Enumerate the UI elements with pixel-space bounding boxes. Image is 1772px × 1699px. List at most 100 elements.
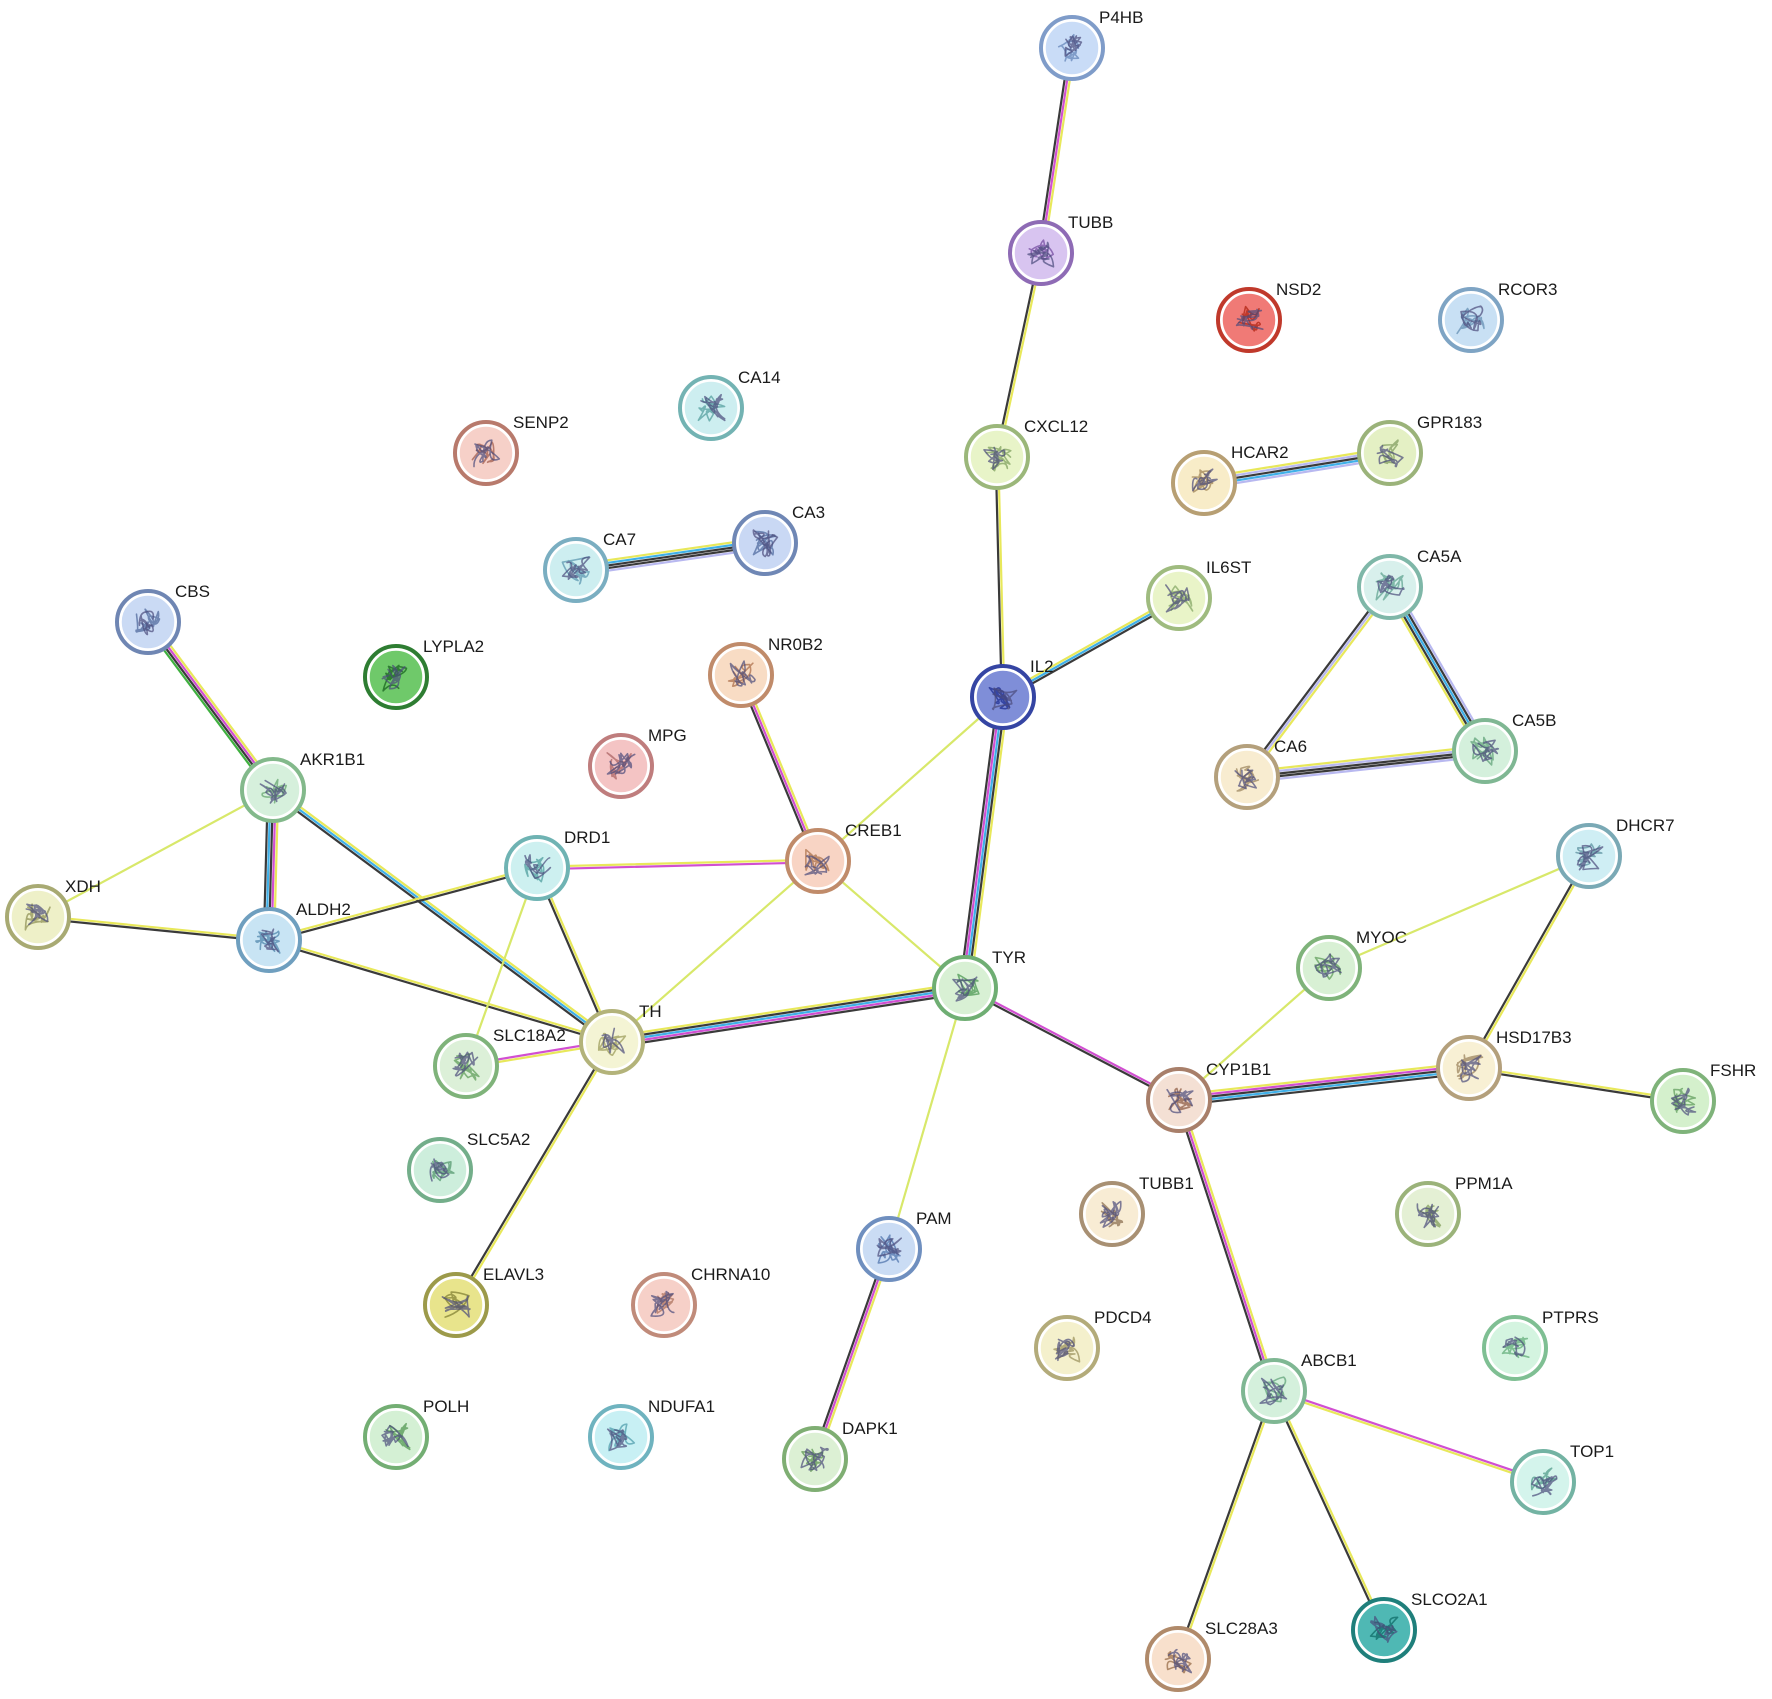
node-dapk1[interactable]: DAPK1 [782, 1419, 898, 1492]
protein-structure-detail-icon [259, 779, 287, 804]
node-mpg[interactable]: MPG [588, 726, 687, 799]
node-ca3[interactable]: CA3 [732, 503, 825, 576]
edge-dhcr7-myoc[interactable] [1327, 854, 1591, 970]
edge-abcb1-slco2a1[interactable] [1271, 1389, 1387, 1632]
edge-myoc-cyp1b1[interactable] [1177, 966, 1331, 1102]
node-slco2a1[interactable]: SLCO2A1 [1351, 1590, 1488, 1663]
node-ppm1a[interactable]: PPM1A [1395, 1174, 1513, 1247]
node-ptprs[interactable]: PTPRS [1482, 1308, 1599, 1381]
edge-hsd17b3-fshr[interactable] [1467, 1065, 1685, 1104]
edge-channel [1245, 747, 1486, 776]
edge-il2-creb1[interactable] [816, 695, 1005, 863]
node-gpr183[interactable]: GPR183 [1357, 413, 1482, 486]
edge-th-elavl3[interactable] [453, 1040, 615, 1307]
edge-channel [1273, 1388, 1545, 1482]
node-rcor3[interactable]: RCOR3 [1438, 280, 1558, 353]
node-ca5b[interactable]: CA5B [1452, 711, 1556, 784]
node-fill [10, 889, 66, 945]
node-top1[interactable]: TOP1 [1510, 1442, 1614, 1515]
node-lypla2[interactable]: LYPLA2 [363, 637, 484, 710]
node-dhcr7[interactable]: DHCR7 [1556, 816, 1675, 889]
node-pam[interactable]: PAM [856, 1209, 952, 1282]
node-chrna10[interactable]: CHRNA10 [631, 1265, 770, 1338]
node-polh[interactable]: POLH [363, 1397, 469, 1470]
node-senp2[interactable]: SENP2 [453, 413, 569, 486]
node-th[interactable]: TH [579, 1002, 662, 1075]
node-akr1b1[interactable]: AKR1B1 [240, 750, 365, 823]
node-xdh[interactable]: XDH [5, 877, 101, 950]
edge-channel [963, 695, 1005, 990]
edge-il2-il6st[interactable] [1000, 594, 1182, 701]
edge-cyp1b1-abcb1[interactable] [1175, 1098, 1278, 1393]
edge-akr1b1-xdh[interactable] [36, 788, 275, 919]
node-pdcd4[interactable]: PDCD4 [1034, 1308, 1152, 1381]
node-slc28a3[interactable]: SLC28A3 [1145, 1619, 1278, 1692]
node-label: MYOC [1356, 928, 1407, 947]
edge-cxcl12-il2[interactable] [994, 455, 1006, 699]
edge-tyr-cyp1b1[interactable] [963, 985, 1181, 1103]
node-ndufa1[interactable]: NDUFA1 [588, 1397, 715, 1470]
node-myoc[interactable]: MYOC [1296, 928, 1407, 1001]
node-slc18a2[interactable]: SLC18A2 [433, 1026, 566, 1099]
edge-th-tyr[interactable] [610, 981, 967, 1049]
protein-structure-detail-icon [1234, 768, 1257, 790]
node-ca14[interactable]: CA14 [678, 368, 781, 441]
edge-channel [147, 620, 276, 791]
protein-structure-detail-icon [260, 928, 279, 953]
node-cbs[interactable]: CBS [115, 582, 210, 655]
node-tyr[interactable]: TYR [932, 948, 1026, 1021]
edge-p4hb-tubb[interactable] [1037, 46, 1076, 255]
edge-pam-dapk1[interactable] [811, 1247, 893, 1461]
node-fshr[interactable]: FSHR [1650, 1061, 1756, 1134]
edge-cbs-akr1b1[interactable] [143, 618, 278, 794]
edge-ca5a-ca6[interactable] [1243, 584, 1394, 780]
node-cyp1b1[interactable]: CYP1B1 [1146, 1060, 1271, 1133]
node-ca6[interactable]: CA6 [1214, 737, 1307, 810]
node-drd1[interactable]: DRD1 [504, 828, 610, 901]
node-label: CHRNA10 [691, 1265, 770, 1284]
node-hcar2[interactable]: HCAR2 [1171, 443, 1289, 516]
protein-structure-detail-icon [1064, 35, 1083, 57]
edge-abcb1-top1[interactable] [1272, 1388, 1545, 1485]
node-label: CBS [175, 582, 210, 601]
edge-dhcr7-hsd17b3[interactable] [1466, 854, 1592, 1070]
edge-channel [1175, 1099, 1273, 1393]
edge-aldh2-drd1[interactable] [267, 865, 539, 943]
edge-cyp1b1-hsd17b3[interactable] [1177, 1061, 1471, 1107]
node-il6st[interactable]: IL6ST [1146, 558, 1251, 631]
node-ca5a[interactable]: CA5A [1357, 547, 1462, 620]
node-nr0b2[interactable]: NR0B2 [708, 635, 823, 708]
edge-channel [1000, 594, 1179, 696]
node-label: LYPLA2 [423, 637, 484, 656]
edge-creb1-th[interactable] [610, 859, 820, 1044]
node-label: IL6ST [1206, 558, 1251, 577]
node-slc5a2[interactable]: SLC5A2 [407, 1130, 530, 1203]
node-tubb1[interactable]: TUBB1 [1079, 1174, 1194, 1247]
node-aldh2[interactable]: ALDH2 [236, 900, 351, 973]
node-il2[interactable]: IL2 [970, 657, 1054, 730]
node-creb1[interactable]: CREB1 [785, 821, 902, 894]
node-cxcl12[interactable]: CXCL12 [964, 417, 1088, 490]
edge-aldh2-th[interactable] [267, 937, 614, 1045]
node-nsd2[interactable]: NSD2 [1216, 280, 1321, 353]
edge-abcb1-slc28a3[interactable] [1175, 1389, 1277, 1661]
node-elavl3[interactable]: ELAVL3 [423, 1265, 544, 1338]
edge-nr0b2-creb1[interactable] [737, 672, 822, 864]
edge-channel [143, 623, 271, 794]
node-hsd17b3[interactable]: HSD17B3 [1436, 1028, 1572, 1101]
edge-tubb-cxcl12[interactable] [994, 251, 1044, 459]
node-ca7[interactable]: CA7 [543, 530, 636, 603]
node-tubb[interactable]: TUBB [1008, 213, 1113, 286]
edge-akr1b1-th[interactable] [270, 786, 615, 1046]
edge-xdh-aldh2[interactable] [36, 914, 271, 943]
edge-il2-tyr[interactable] [958, 695, 1010, 990]
edge-creb1-drd1[interactable] [535, 858, 820, 871]
node-p4hb[interactable]: P4HB [1039, 8, 1143, 81]
edge-tyr-pam[interactable] [887, 986, 967, 1251]
node-label: XDH [65, 877, 101, 896]
edge-drd1-slc18a2[interactable] [464, 866, 539, 1068]
protein-structure-icon [801, 1448, 824, 1472]
node-abcb1[interactable]: ABCB1 [1241, 1351, 1357, 1424]
node-label: POLH [423, 1397, 469, 1416]
edge-ca6-ca5b[interactable] [1245, 744, 1487, 784]
